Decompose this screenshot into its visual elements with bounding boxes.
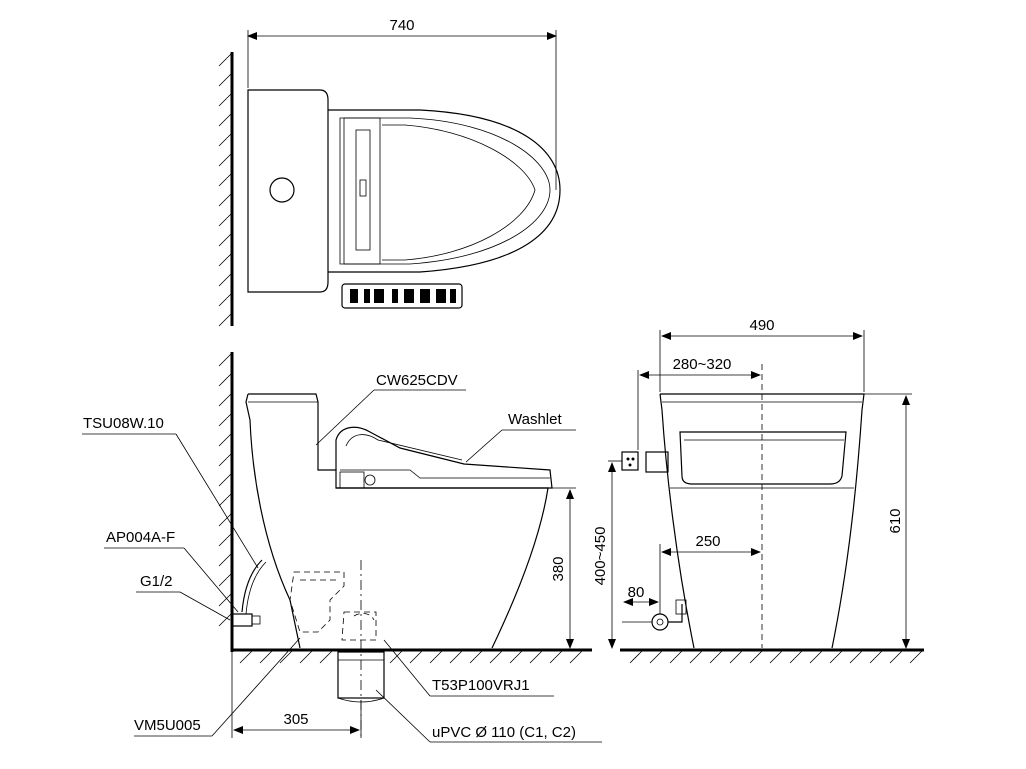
dimension-380: 380 <box>550 556 567 581</box>
dimension-280-320: 280~320 <box>673 356 732 373</box>
flush-button-icon <box>269 177 295 203</box>
washlet-hinge <box>339 471 365 489</box>
label-bolt-kit: VM5U005 <box>134 717 201 734</box>
washlet-lid-line <box>345 434 463 461</box>
remote-control <box>341 283 463 309</box>
washlet-seat <box>335 426 553 489</box>
floor-hatch <box>239 649 584 664</box>
front-supply-pipe <box>668 604 683 623</box>
label-seat-model: CW625CDV <box>376 372 458 389</box>
label-angle-valve: AP004A-F <box>106 529 175 546</box>
front-side-unit <box>645 451 669 473</box>
leader-angle-valve <box>183 547 239 613</box>
angle-valve <box>231 613 253 627</box>
leader-pipe <box>375 689 431 743</box>
washlet-knob <box>364 474 376 486</box>
top-view: 740 <box>218 17 561 327</box>
front-angle-valve-core <box>656 618 664 626</box>
front-body-right <box>660 393 865 649</box>
trap-hidden <box>289 571 345 633</box>
toilet-body-outline <box>248 393 549 649</box>
power-socket-icon <box>621 451 639 471</box>
floor-hatch <box>629 649 924 664</box>
leader-seat-model <box>315 389 375 446</box>
wall-hatch <box>218 52 233 327</box>
angle-valve-handle <box>251 615 261 625</box>
leader-bolt-kit <box>211 637 301 737</box>
seat-ring <box>382 124 536 261</box>
drain-pipe <box>337 651 385 699</box>
label-pipe: uPVC Ø 110 (C1, C2) <box>432 724 576 741</box>
dimension-400-450: 400~450 <box>592 527 609 586</box>
front-valve-connector <box>675 599 687 615</box>
wall-hatch <box>218 352 233 627</box>
dimension-250: 250 <box>695 533 720 550</box>
front-angle-valve <box>651 613 669 631</box>
label-valve: TSU08W.10 <box>83 415 164 432</box>
label-washlet: Washlet <box>508 411 562 428</box>
seat-outline <box>339 117 551 265</box>
tank-outline <box>247 89 329 293</box>
leader-flange <box>383 639 431 697</box>
dimension-305: 305 <box>283 711 308 728</box>
leader-valve <box>175 433 259 569</box>
dimension-740: 740 <box>389 17 414 34</box>
outlet-hidden-curve <box>353 612 375 621</box>
front-seat <box>679 431 847 485</box>
seat-controller-switch <box>359 179 367 197</box>
supply-hose-inner <box>245 561 267 615</box>
outlet-hidden <box>341 611 377 641</box>
dimension-610: 610 <box>887 508 904 533</box>
leader-washlet <box>465 429 503 463</box>
label-flange: T53P100VRJ1 <box>432 677 530 694</box>
label-thread: G1/2 <box>140 573 173 590</box>
dimension-80: 80 <box>628 584 645 601</box>
side-view: 380 305 CW625CDV Washlet TSU08W.10 AP004… <box>82 352 602 743</box>
bowl-outline <box>328 109 561 273</box>
front-body-left <box>659 393 695 649</box>
seat-hinge-panel <box>343 117 381 265</box>
remote-buttons <box>350 289 456 303</box>
toilet-back-outline <box>245 393 301 649</box>
leader-thread <box>179 591 231 621</box>
washlet-base-line <box>340 469 550 479</box>
seat-controller <box>355 129 371 251</box>
dimension-490: 490 <box>749 317 774 334</box>
front-view: 490 280~320 610 400~450 250 80 <box>592 317 924 664</box>
supply-hose <box>241 559 263 613</box>
